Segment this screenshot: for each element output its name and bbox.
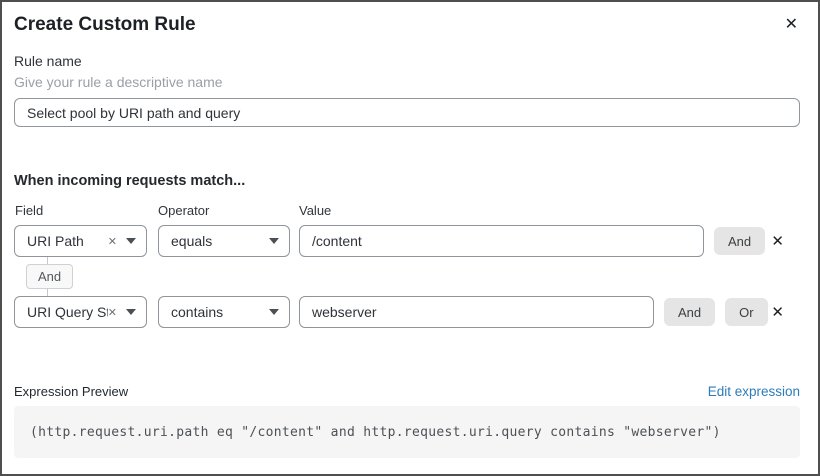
rule-name-input[interactable] [14, 98, 800, 127]
value-input[interactable] [299, 225, 704, 257]
operator-dropdown-value: contains [171, 304, 224, 320]
clear-icon[interactable]: ✕ [107, 305, 117, 319]
rule-name-label: Rule name [14, 53, 82, 69]
delete-condition-icon[interactable]: ✕ [771, 302, 784, 321]
condition-row: URI Query St... ✕ contains And Or ✕ [14, 296, 800, 328]
field-column-label: Field [15, 203, 44, 218]
edit-expression-link[interactable]: Edit expression [707, 384, 800, 399]
value-column-label: Value [299, 203, 332, 218]
chevron-down-icon [126, 238, 136, 244]
connector-line [47, 289, 48, 296]
field-dropdown-value: URI Query St... [27, 304, 108, 320]
expression-preview-code: (http.request.uri.path eq "/content" and… [14, 406, 800, 458]
chevron-down-icon [126, 309, 136, 315]
add-and-condition-button[interactable]: And [714, 227, 766, 255]
condition-column-headers: Field Operator Value [14, 203, 800, 218]
rule-name-hint: Give your rule a descriptive name [14, 74, 223, 90]
operator-dropdown[interactable]: contains [158, 296, 290, 328]
operator-dropdown-value: equals [171, 233, 213, 249]
operator-column-label: Operator [158, 203, 210, 218]
field-dropdown[interactable]: URI Path ✕ [14, 225, 147, 257]
field-dropdown[interactable]: URI Query St... ✕ [14, 296, 147, 328]
page-title: Create Custom Rule [14, 14, 196, 35]
field-dropdown-value: URI Path [27, 233, 84, 249]
add-or-condition-button[interactable]: Or [725, 298, 768, 326]
connector-line [47, 257, 48, 264]
delete-condition-icon[interactable]: ✕ [771, 231, 784, 250]
chevron-down-icon [269, 309, 279, 315]
add-and-condition-button[interactable]: And [664, 298, 716, 326]
condition-row: URI Path ✕ equals And ✕ [14, 225, 800, 257]
dialog-header: Create Custom Rule ✕ [14, 12, 800, 36]
operator-dropdown[interactable]: equals [158, 225, 290, 257]
close-icon[interactable]: ✕ [783, 12, 800, 36]
value-input[interactable] [299, 296, 654, 328]
expression-preview-label: Expression Preview [14, 384, 129, 399]
and-connector-badge[interactable]: And [26, 264, 74, 289]
and-connector: And [14, 257, 800, 296]
match-heading: When incoming requests match... [14, 173, 246, 189]
clear-icon[interactable]: ✕ [107, 234, 117, 248]
expression-header: Expression Preview Edit expression [14, 384, 800, 399]
chevron-down-icon [269, 238, 279, 244]
